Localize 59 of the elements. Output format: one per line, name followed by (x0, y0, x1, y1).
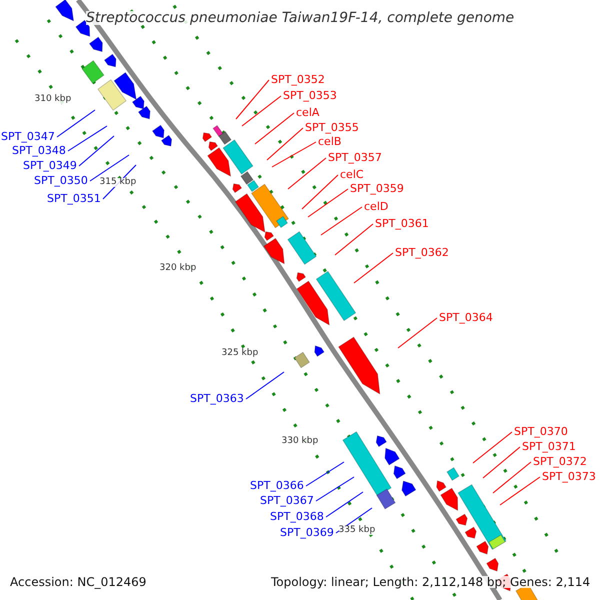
gene-label: SPT_0373 (542, 471, 596, 482)
leader-line (90, 154, 130, 182)
leader-line (272, 142, 316, 168)
gene-label: celD (364, 201, 388, 212)
gene-label: SPT_0352 (271, 74, 325, 85)
leader-line (56, 110, 96, 138)
scale-label: 330 kbp (282, 437, 318, 446)
leader-line (68, 126, 108, 152)
gene-label: SPT_0362 (395, 247, 449, 258)
gene-label: SPT_0348 (12, 145, 66, 156)
leader-line (354, 252, 394, 284)
gene-label: SPT_0363 (190, 393, 244, 404)
map-title: Streptococcus pneumoniae Taiwan19F-14, complete genome (86, 11, 514, 25)
gene-label: celC (340, 169, 364, 180)
leader-line (288, 158, 326, 190)
scale-label: 315 kbp (100, 178, 136, 187)
leader-line (334, 224, 374, 256)
leader-line (306, 462, 344, 486)
gene-label: celB (318, 136, 342, 147)
leader-line (326, 492, 364, 518)
gene-label: SPT_0372 (533, 456, 587, 467)
scale-label: 335 kbp (338, 526, 376, 535)
leader-line (78, 136, 114, 166)
gene-label: SPT_0353 (283, 90, 337, 101)
leader-line (254, 112, 294, 144)
leader-line (242, 96, 282, 126)
gene-label: SPT_0368 (270, 511, 324, 522)
gene-label: SPT_0355 (305, 122, 359, 133)
gene-label: SPT_0347 (1, 131, 55, 142)
gene-label: SPT_0370 (514, 426, 568, 437)
leader-line (308, 188, 348, 218)
leader-line (398, 318, 438, 348)
gene-label: SPT_0349 (23, 160, 77, 171)
leader-line (472, 432, 512, 464)
gene-label: SPT_0361 (375, 218, 429, 229)
leader-line (302, 174, 338, 210)
gene-label: SPT_0357 (328, 152, 382, 163)
leader-line (492, 462, 532, 494)
accession-text: Accession: NC_012469 (10, 576, 146, 588)
leader-line (246, 372, 284, 400)
leader-line (320, 206, 362, 236)
gene-label: SPT_0371 (522, 441, 576, 452)
gene-label: SPT_0350 (34, 175, 88, 186)
gene-label: SPT_0351 (47, 193, 101, 204)
gene-label: SPT_0366 (250, 480, 304, 491)
gene-label: SPT_0359 (350, 183, 404, 194)
scale-label: 310 kbp (34, 95, 72, 104)
leader-line (482, 446, 520, 478)
gene-label: SPT_0367 (260, 495, 314, 506)
leader-line (266, 128, 304, 160)
gene-label: SPT_0369 (280, 527, 334, 538)
leader-line (500, 476, 540, 506)
gene-label: SPT_0364 (439, 312, 493, 323)
genome-summary-text: Topology: linear; Length: 2,112,148 bp; Genes: 2,114 (271, 576, 590, 588)
scale-label: 320 kbp (160, 264, 196, 273)
leader-line (236, 80, 270, 120)
leader-line (316, 476, 354, 502)
scale-label: 325 kbp (222, 349, 258, 358)
gene-label: celA (296, 107, 320, 118)
